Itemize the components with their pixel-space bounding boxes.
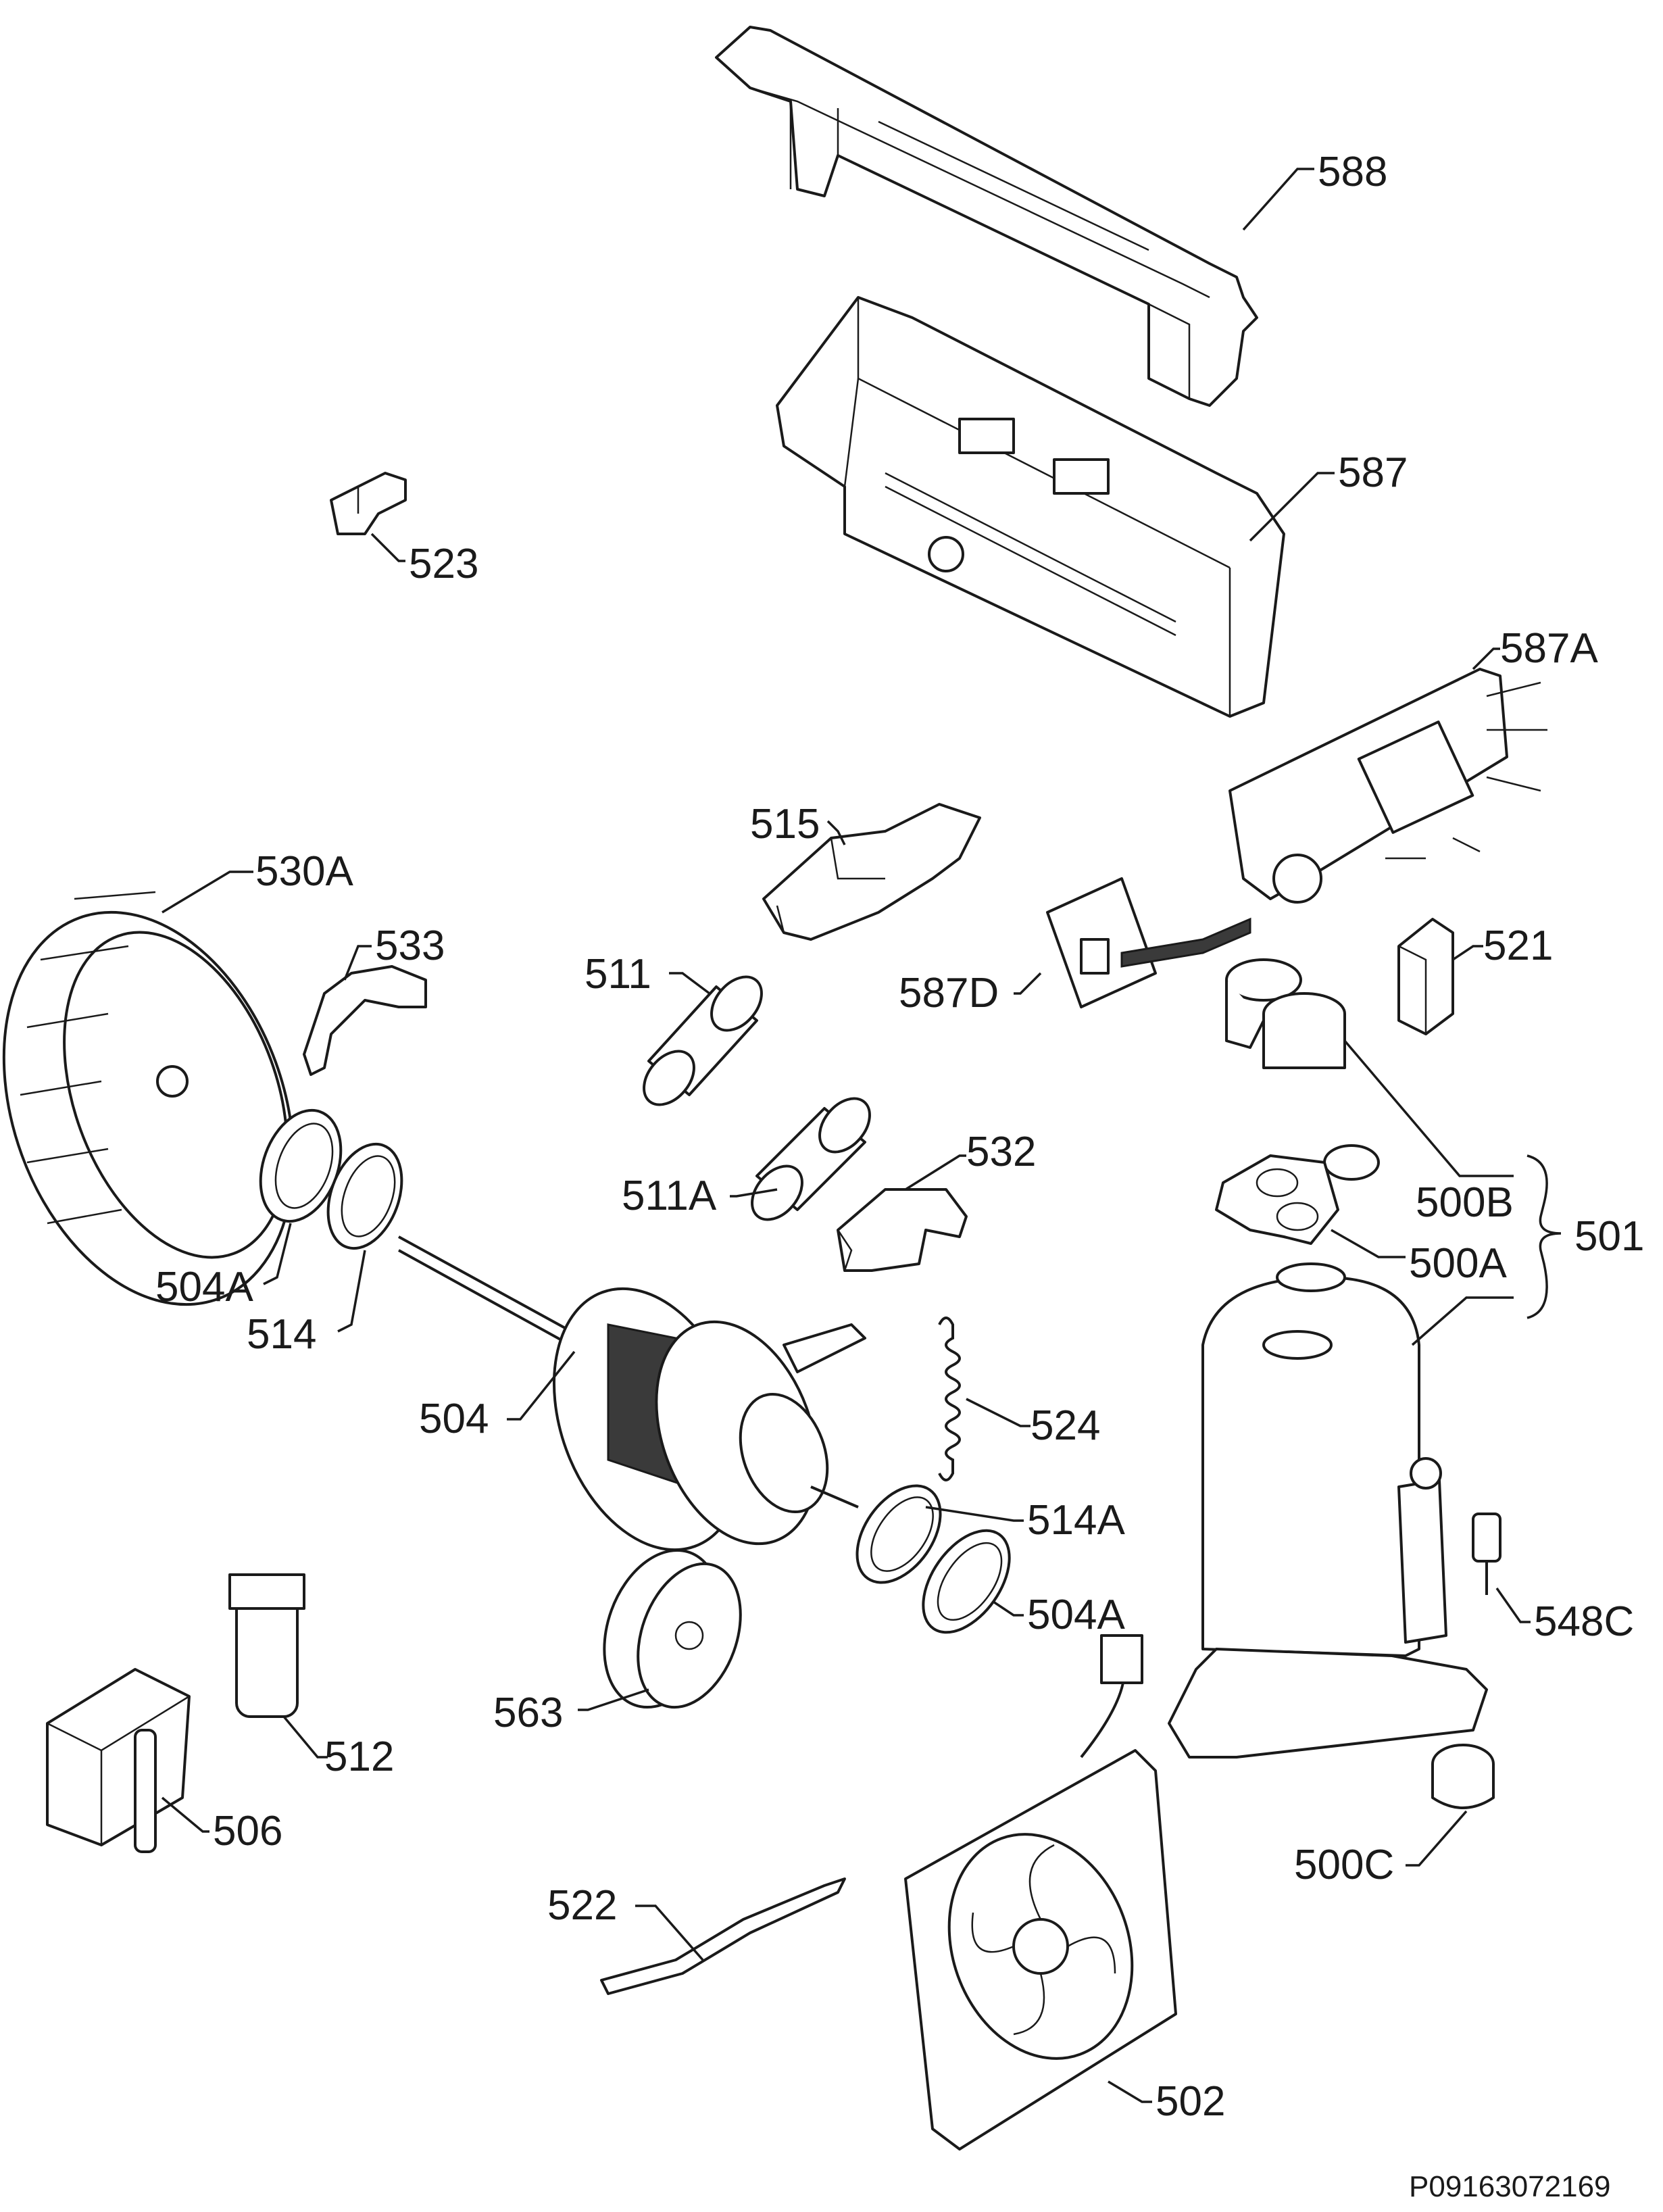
label-512: 512 xyxy=(324,1734,394,1780)
label-514: 514 xyxy=(247,1311,316,1358)
part-511-capacitor-illustration xyxy=(643,975,763,1106)
label-587A: 587A xyxy=(1500,625,1598,672)
leader-504 xyxy=(507,1350,576,1421)
leader-500C xyxy=(1406,1810,1468,1867)
leader-504A-left xyxy=(263,1223,292,1285)
label-588: 588 xyxy=(1318,149,1387,195)
label-587D: 587D xyxy=(899,970,999,1016)
label-511A: 511A xyxy=(622,1173,717,1219)
leader-501 xyxy=(1411,1296,1514,1346)
leader-500B xyxy=(1343,1039,1514,1177)
leader-548C xyxy=(1495,1587,1531,1623)
label-515: 515 xyxy=(750,801,820,847)
part-548C-sensor-illustration xyxy=(1472,1513,1501,1595)
leader-588 xyxy=(1242,168,1314,231)
part-563-pulley-illustration xyxy=(603,1548,742,1709)
part-515-bracket-illustration xyxy=(762,803,981,941)
leader-521 xyxy=(1452,945,1483,961)
label-521: 521 xyxy=(1483,923,1553,969)
leader-514 xyxy=(337,1250,366,1333)
part-523-clip-illustration xyxy=(330,472,407,535)
part-506-pump-illustration xyxy=(46,1668,191,1853)
part-500C-grommet-illustration xyxy=(1431,1744,1495,1809)
leader-506 xyxy=(161,1796,209,1833)
label-514A: 514A xyxy=(1027,1497,1125,1544)
leader-512 xyxy=(282,1715,328,1759)
label-501: 501 xyxy=(1574,1213,1644,1260)
leader-511 xyxy=(669,972,711,995)
part-587-control-module-illustration xyxy=(776,296,1285,718)
part-500B-compressor-top-illustration xyxy=(1225,958,1380,1181)
leader-514A xyxy=(925,1506,1024,1522)
leader-502 xyxy=(1108,2080,1152,2103)
leader-530A xyxy=(162,870,253,914)
leader-523 xyxy=(370,533,405,562)
leader-522 xyxy=(635,1904,704,1961)
label-504: 504 xyxy=(419,1396,489,1442)
part-514A-seal-ring-illustration xyxy=(855,1484,942,1584)
part-500A-gasket-illustration xyxy=(1215,1154,1339,1245)
leader-532 xyxy=(905,1154,966,1191)
leader-587D xyxy=(1014,972,1042,995)
label-506: 506 xyxy=(213,1808,282,1854)
leader-511A xyxy=(730,1188,778,1198)
leader-500A xyxy=(1331,1229,1406,1258)
label-504A-right: 504A xyxy=(1027,1592,1125,1638)
label-530A: 530A xyxy=(255,848,353,895)
label-502: 502 xyxy=(1156,2078,1225,2125)
part-514-seal-ring-illustration xyxy=(326,1142,403,1250)
part-504-motor-illustration xyxy=(398,1235,866,1552)
leader-587A xyxy=(1472,647,1500,670)
leader-587 xyxy=(1249,472,1335,542)
label-533: 533 xyxy=(375,923,445,969)
part-511A-capacitor-illustration xyxy=(751,1097,871,1221)
label-500B: 500B xyxy=(1416,1179,1514,1226)
part-532-shroud-illustration xyxy=(837,1188,968,1272)
label-524: 524 xyxy=(1031,1402,1100,1449)
leader-515 xyxy=(826,820,846,845)
part-522-strip-illustration xyxy=(600,1877,846,1995)
part-501-compressor-illustration xyxy=(1168,1262,1488,1759)
reference-code: P09163072169 xyxy=(1409,2170,1611,2203)
label-563: 563 xyxy=(493,1690,563,1736)
part-587A-circuit-board-illustration xyxy=(1228,668,1547,904)
label-500A: 500A xyxy=(1409,1240,1507,1287)
label-523: 523 xyxy=(409,541,478,587)
label-532: 532 xyxy=(966,1129,1036,1175)
label-587: 587 xyxy=(1338,449,1408,496)
label-511: 511 xyxy=(585,951,651,998)
label-504A-left: 504A xyxy=(155,1264,253,1310)
part-512-component-illustration xyxy=(228,1573,305,1718)
leader-524 xyxy=(966,1398,1031,1427)
leader-563 xyxy=(578,1688,649,1711)
part-587D-knob-board-illustration xyxy=(1046,877,1251,1008)
part-588-cover-illustration xyxy=(715,26,1258,407)
part-530A-fan-wheel-illustration xyxy=(2,891,295,1306)
leader-533 xyxy=(343,945,372,981)
part-524-spring-illustration xyxy=(938,1317,961,1481)
label-548C: 548C xyxy=(1534,1598,1634,1645)
part-521-terminal-illustration xyxy=(1397,918,1454,1035)
part-502-axial-fan-illustration xyxy=(904,1634,1177,2150)
label-522: 522 xyxy=(547,1882,617,1929)
bracket-501 xyxy=(1527,1154,1562,1319)
part-533-clamp-illustration xyxy=(303,965,427,1076)
leader-504A-right xyxy=(993,1600,1024,1617)
label-500C: 500C xyxy=(1294,1842,1394,1888)
